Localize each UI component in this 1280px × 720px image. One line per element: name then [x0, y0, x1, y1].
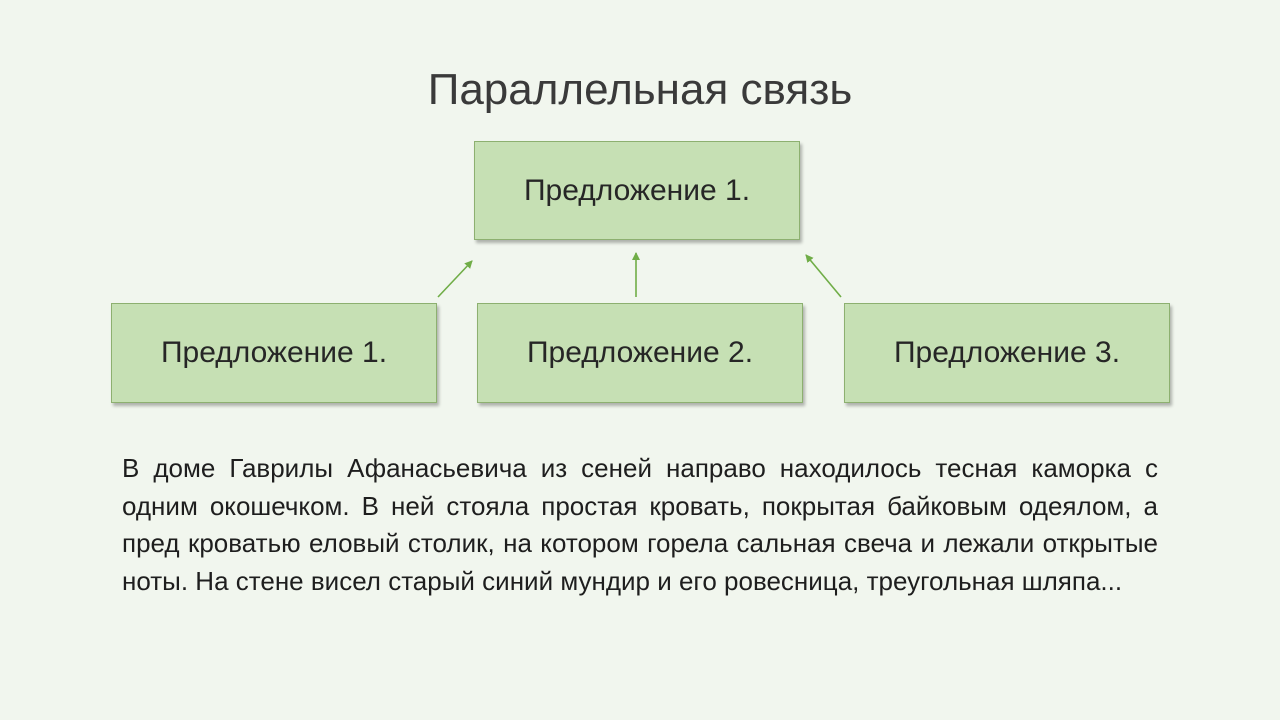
- slide-title: Параллельная связь: [427, 65, 853, 114]
- arrow-right: [805, 254, 842, 298]
- sentence-box-3: Предложение 3.: [844, 303, 1170, 403]
- sentence-label-3: Предложение 3.: [893, 336, 1121, 369]
- top-sentence-label: Предложение 1.: [523, 173, 751, 207]
- example-paragraph: В доме Гаврилы Афанасьевича из сеней нап…: [122, 453, 1158, 596]
- sentence-label-1: Предложение 1.: [160, 336, 388, 369]
- sentence-box-1: Предложение 1.: [111, 303, 437, 403]
- arrow-left: [437, 260, 473, 298]
- sentence-box-2: Предложение 2.: [477, 303, 803, 403]
- top-sentence-box: Предложение 1.: [474, 141, 800, 240]
- sentence-label-2: Предложение 2.: [526, 336, 754, 369]
